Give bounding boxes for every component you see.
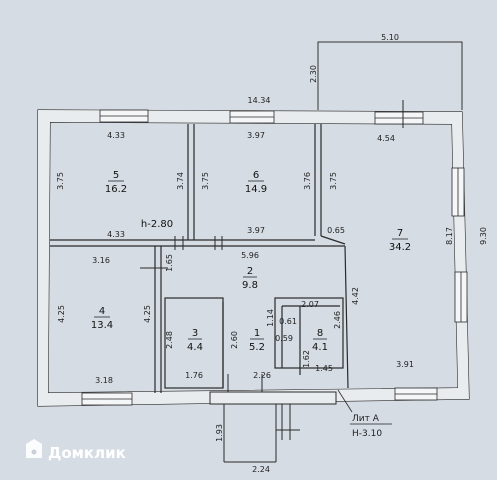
- room-5-number: 5: [113, 170, 119, 181]
- dim-south-bottom: 3.91: [396, 360, 414, 369]
- dim-r1-c: 0.59: [275, 334, 293, 343]
- room-2-number: 2: [247, 266, 253, 277]
- room-6-number: 6: [253, 170, 259, 181]
- room-6-area: 14.9: [245, 184, 267, 195]
- logo-dot-icon: [31, 449, 37, 455]
- door-marks: [140, 100, 404, 392]
- room-8-area: 4.1: [312, 342, 328, 353]
- dim-r7-top: 4.54: [377, 134, 395, 143]
- dim-r1-d: 1.62: [302, 350, 311, 368]
- dim-terrace-side: 2.30: [309, 65, 318, 83]
- dim-r3-bottom: 1.76: [185, 371, 203, 380]
- annotation-leader: [337, 389, 353, 413]
- dim-r7-left: 3.75: [329, 172, 338, 190]
- dim-r8-top: 2.07: [301, 300, 319, 309]
- dim-overall-top: 14.34: [248, 96, 271, 105]
- dim-r7-right: 8.17: [445, 227, 454, 245]
- height-label: Н-3.10: [352, 429, 382, 439]
- dim-r5-top: 4.33: [107, 131, 125, 140]
- dim-r4-left: 4.25: [57, 305, 66, 323]
- dim-r8-bottom: 1.45: [315, 364, 333, 373]
- dim-r4-right: 4.25: [143, 305, 152, 323]
- windows: [81, 109, 468, 406]
- vertical-dimension-labels: 2.30 3.75 3.74 3.75 3.76 3.75 8.17 9.30 …: [56, 65, 488, 442]
- dim-r2-right: 4.42: [351, 287, 360, 305]
- dim-r5-bottom: 4.33: [107, 230, 125, 239]
- dim-overall-right: 9.30: [479, 227, 488, 245]
- dim-r3-right: 2.60: [230, 331, 239, 349]
- room-8-number: 8: [317, 328, 323, 339]
- room-4-area: 13.4: [91, 320, 113, 331]
- room-1-number: 1: [254, 328, 260, 339]
- dim-r8-right: 2.46: [333, 311, 342, 329]
- dim-r5-left: 3.75: [56, 172, 65, 190]
- dim-r1-b: 0.61: [279, 317, 297, 326]
- lit-label: Лит А: [352, 414, 380, 424]
- ceiling-height: h-2.80: [141, 219, 173, 230]
- dim-r3-left: 2.48: [165, 331, 174, 349]
- dim-r5-right: 3.74: [176, 172, 185, 190]
- room-5-area: 16.2: [105, 184, 127, 195]
- dim-r4-top: 3.16: [92, 256, 110, 265]
- room-2-area: 9.8: [242, 280, 258, 291]
- interior-walls: [50, 124, 349, 393]
- dim-r6-right: 3.76: [303, 172, 312, 190]
- building-annotation: Лит А Н-3.10: [350, 414, 392, 439]
- porch: [209, 391, 337, 463]
- room-4-number: 4: [99, 306, 105, 317]
- room-3-area: 4.4: [187, 342, 203, 353]
- room-3-number: 3: [192, 328, 198, 339]
- dimension-labels: 5.10 14.34 4.33 3.97 4.54 4.33 3.97 0.65…: [92, 33, 414, 474]
- dim-r7-passage: 0.65: [327, 226, 345, 235]
- dim-r6-top: 3.97: [247, 131, 265, 140]
- domclick-logo: Домклик: [26, 439, 126, 462]
- room-7-area: 34.2: [389, 242, 411, 253]
- room-1-area: 5.2: [249, 342, 265, 353]
- terrace-outline: [317, 41, 463, 110]
- logo-text: Домклик: [48, 444, 126, 462]
- dim-r4-bottom: 3.18: [95, 376, 113, 385]
- dim-hall-height: 1.65: [165, 254, 174, 272]
- dim-porch-side: 1.93: [215, 424, 224, 442]
- dim-porch-bottom: 2.24: [252, 465, 270, 474]
- dim-r6-bottom: 3.97: [247, 226, 265, 235]
- dim-r1-bottom: 2.26: [253, 371, 271, 380]
- room-labels: 5 16.2 6 14.9 7 34.2 2 9.8 4 13.4 3 4.4 …: [91, 170, 411, 353]
- dim-hall-width: 5.96: [241, 251, 259, 260]
- room-7-number: 7: [397, 228, 403, 239]
- dim-terrace-top: 5.10: [381, 33, 399, 42]
- house-icon: [26, 439, 42, 458]
- dim-r1-a: 1.14: [266, 309, 275, 327]
- dim-r6-left: 3.75: [201, 172, 210, 190]
